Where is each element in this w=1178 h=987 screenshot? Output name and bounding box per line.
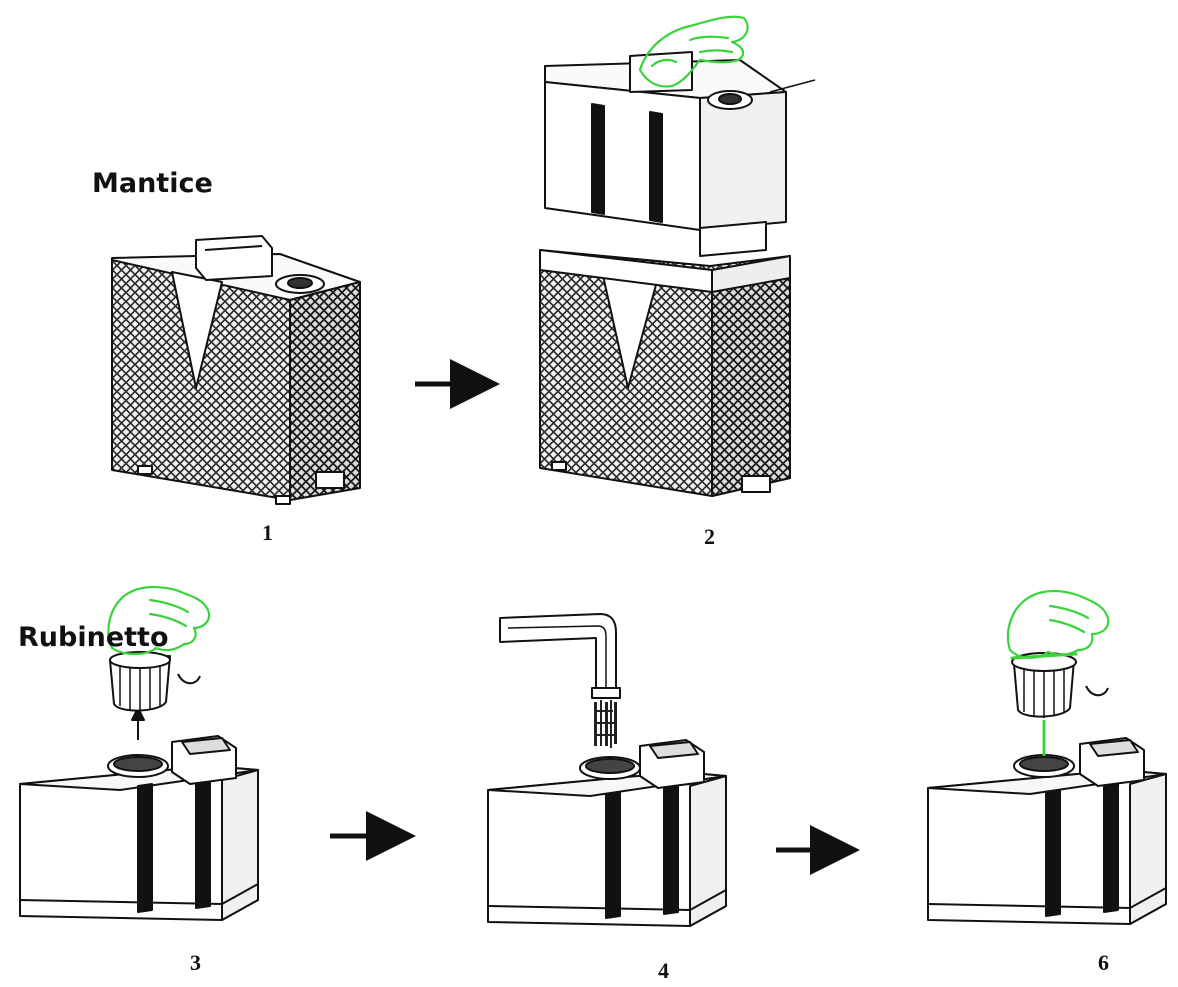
step-number-3: 3 xyxy=(190,950,201,975)
step-3-device xyxy=(19,651,259,921)
label-mantice: Mantice xyxy=(92,168,213,199)
step-6-device xyxy=(927,652,1167,925)
step-4-device xyxy=(487,613,727,927)
label-rubinetto: Rubinetto xyxy=(18,622,169,653)
water-stream-icon xyxy=(594,700,617,748)
rotate-arrow-icon xyxy=(177,673,201,685)
hand-icon xyxy=(638,15,749,88)
step-number-1: 1 xyxy=(262,520,273,545)
step-1-device xyxy=(111,235,361,505)
hand-icon xyxy=(1006,589,1110,660)
step-number-6: 6 xyxy=(1098,950,1109,975)
hand-icon xyxy=(107,585,211,656)
step-number-2: 2 xyxy=(704,524,715,549)
step-number-4: 4 xyxy=(658,958,669,983)
rotate-arrow-icon xyxy=(1085,685,1109,697)
step-2-device xyxy=(539,51,816,497)
